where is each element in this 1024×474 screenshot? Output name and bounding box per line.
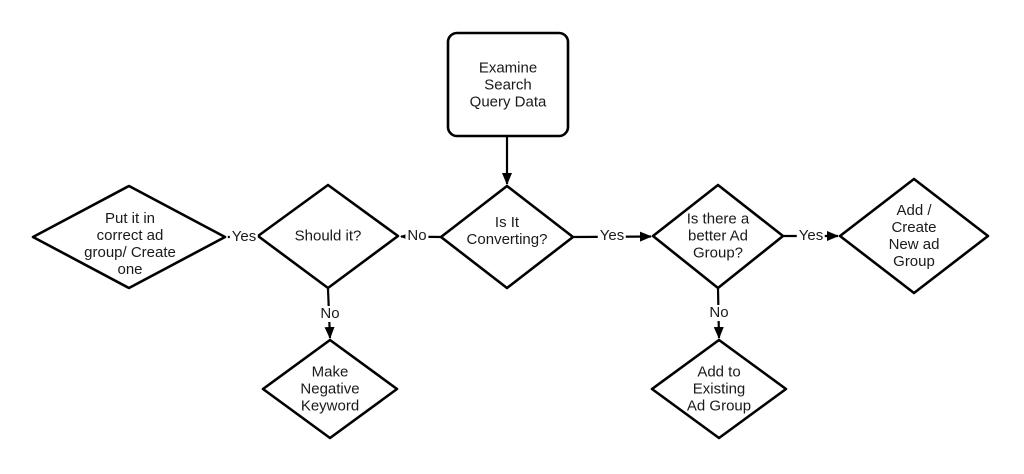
- node-add-to-existing-shape: [650, 338, 788, 440]
- node-better-ad-group-shape: [651, 183, 785, 290]
- edge-label-yes-bettergroup-addcreate: Yes: [796, 227, 826, 244]
- node-make-negative-shape: [261, 338, 399, 440]
- edge-label-no-shouldit-makenegative: No: [318, 305, 342, 322]
- edge-label-yes-converting-bettergroup: Yes: [597, 227, 627, 244]
- edge-label-no-bettergroup-addexisting: No: [707, 304, 731, 321]
- edge-label-no-converting-shouldit: No: [405, 227, 429, 244]
- node-should-it-shape: [256, 183, 400, 290]
- node-is-it-converting-shape: [439, 184, 575, 290]
- node-add-create-new-shape: [838, 177, 990, 295]
- node-put-in-correct-shape: [31, 184, 227, 290]
- node-examine-shape: [446, 31, 570, 138]
- edge-label-yes-shouldit-putincorrect: Yes: [229, 228, 259, 245]
